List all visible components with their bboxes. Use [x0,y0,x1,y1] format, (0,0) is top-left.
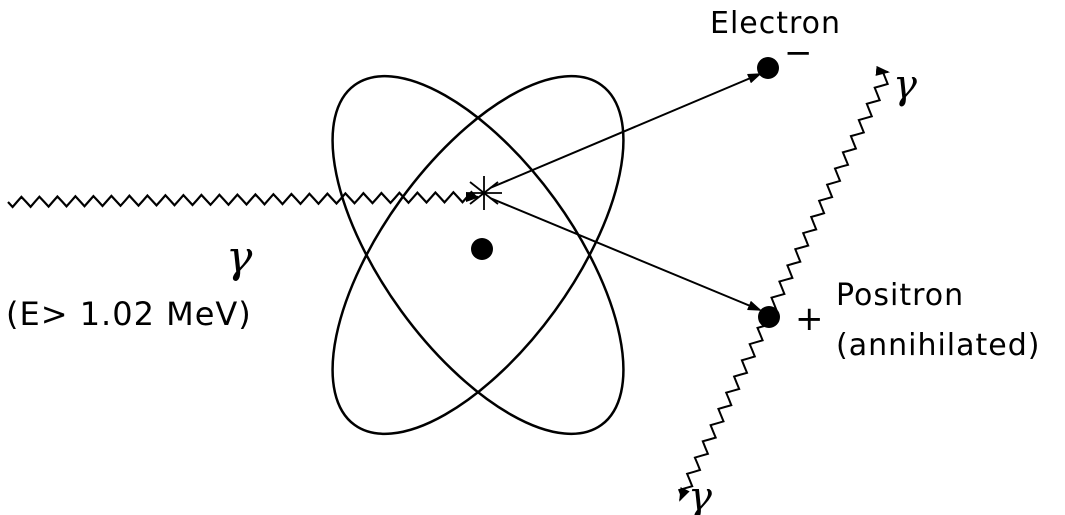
interaction-burst-icon [466,176,502,210]
incoming-gamma-label: γ [226,232,253,283]
positron-sign: + [795,299,824,339]
orbit-ellipse-2 [331,74,625,436]
electron-particle [757,57,779,79]
annihilated-label: (annihilated) [836,328,1040,363]
upper-gamma-label: γ [893,62,917,108]
incoming-gamma-ray [7,190,480,209]
energy-condition-label: (E> 1.02 MeV) [6,295,252,333]
electron-sign: − [784,33,813,73]
electron-track [489,73,762,189]
atom [331,74,625,436]
positron-label: Positron [836,278,964,313]
lower-gamma-label: γ [688,474,712,515]
positron-particle [758,306,780,328]
lower-annihilation-gamma-ray [677,325,765,502]
upper-annihilation-gamma-ray [769,65,890,313]
positron-track [489,197,762,311]
electron-label: Electron [710,6,841,41]
orbit-ellipse-1 [331,74,625,436]
nucleus [471,238,493,260]
